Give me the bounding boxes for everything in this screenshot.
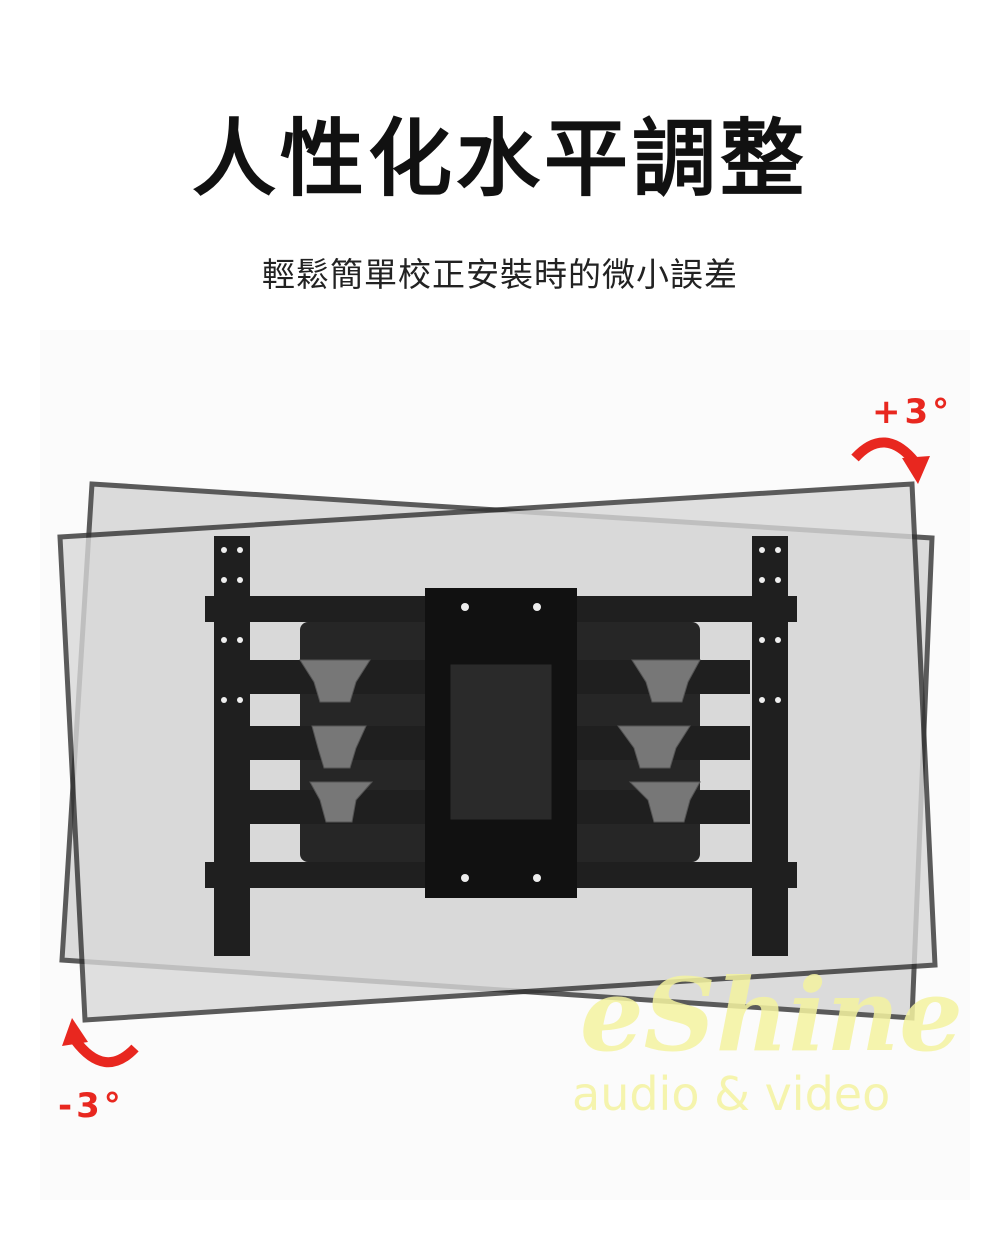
rail-holes (221, 547, 781, 882)
positive-angle-label: +3° (872, 392, 954, 432)
rotate-clockwise-arrow-icon (851, 437, 930, 484)
rotate-counterclockwise-arrow-icon (62, 1018, 139, 1068)
page-title: 人性化水平調整 (191, 110, 808, 208)
wall-plate-inner (449, 663, 553, 821)
svg-text:audio & video: audio & video (572, 1067, 890, 1121)
page-subtitle: 輕鬆簡單校正安裝時的微小誤差 (262, 255, 738, 294)
eshine-watermark-logo: eShine audio & video (572, 956, 963, 1121)
wall-mount-bracket (205, 536, 797, 956)
arm-joints (299, 659, 701, 823)
negative-angle-label: -3° (58, 1086, 125, 1126)
svg-text:eShine: eShine (580, 956, 963, 1074)
